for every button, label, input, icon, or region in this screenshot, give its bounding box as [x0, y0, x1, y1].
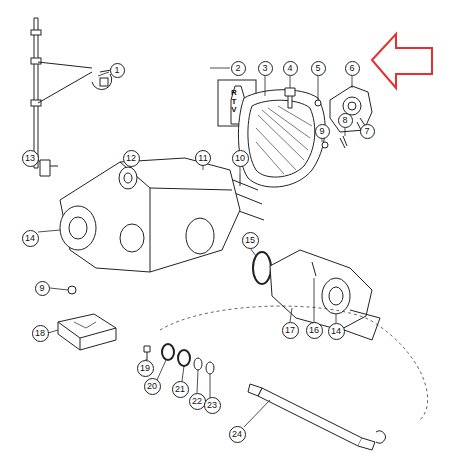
callout-number: 7 — [360, 124, 375, 139]
fill-plug — [68, 286, 76, 294]
bolt — [144, 346, 150, 360]
axle-tube-housing — [270, 250, 380, 340]
callout-text: 16 — [309, 326, 319, 335]
differential-cover — [238, 90, 325, 187]
callout-text: 20 — [147, 382, 157, 391]
callout-text: 23 — [207, 401, 217, 410]
callout-number: 8 — [338, 113, 353, 128]
callout-number: 17 — [282, 322, 299, 339]
callout-number: 1 — [110, 63, 125, 78]
callout-text: 15 — [245, 236, 255, 245]
sealant-label: RTV — [230, 89, 238, 115]
o-ring — [253, 252, 271, 284]
highlight-arrow — [372, 34, 432, 88]
callout-number: 16 — [306, 322, 323, 339]
callout-number: 13 — [22, 150, 39, 167]
callout-text: 3 — [262, 64, 267, 73]
vent-fitting — [40, 160, 58, 176]
callout-number: 11 — [195, 150, 211, 166]
callout-text: 7 — [364, 127, 369, 136]
callout-text: 2 — [235, 64, 240, 73]
callout-number: 3 — [258, 61, 273, 76]
callout-number: 24 — [229, 426, 246, 443]
callout-number: 22 — [189, 393, 206, 410]
callout-number: 21 — [172, 381, 189, 398]
nut — [322, 142, 328, 148]
callout-number: 20 — [144, 378, 161, 395]
callout-text: 22 — [192, 397, 202, 406]
callout-text: 10 — [235, 154, 245, 163]
pinion-seal — [119, 167, 137, 189]
leader-lines — [38, 68, 365, 427]
callout-number: 9 — [35, 281, 50, 296]
callout-number: 12 — [123, 150, 140, 167]
callout-number: 6 — [345, 61, 360, 76]
callout-number: 14 — [328, 323, 345, 340]
callout-text: 12 — [126, 154, 136, 163]
bearing-kit — [58, 314, 116, 350]
callout-text: 21 — [175, 385, 185, 394]
callout-text: 14 — [25, 234, 35, 243]
callout-text: 4 — [287, 64, 292, 73]
callout-text: 8 — [342, 116, 347, 125]
callout-text: 24 — [232, 430, 242, 439]
bracket-bolt — [340, 136, 347, 148]
callout-text: 19 — [140, 364, 150, 373]
callout-number: 4 — [283, 61, 298, 76]
callout-number: 5 — [311, 61, 326, 76]
callout-text: 9 — [319, 127, 324, 136]
callout-text: 11 — [198, 154, 207, 163]
assembly-path — [160, 306, 428, 420]
tube-bolt — [312, 262, 316, 276]
callout-number: 2 — [231, 61, 246, 76]
callout-text: 13 — [25, 154, 35, 163]
callout-number: 19 — [137, 360, 154, 377]
callout-number: 14 — [22, 230, 39, 247]
callout-text: 9 — [39, 284, 44, 293]
callout-number: 18 — [32, 325, 49, 342]
cover-bolt — [285, 88, 295, 108]
callout-text: 6 — [349, 64, 354, 73]
axle-shaft — [248, 384, 385, 450]
callout-number: 10 — [232, 150, 249, 167]
callout-text: 1 — [114, 66, 119, 75]
vent-tube — [31, 18, 122, 168]
callout-number: 23 — [204, 397, 221, 414]
callout-text: 14 — [331, 327, 341, 336]
differential-housing — [60, 158, 240, 272]
callout-text: 17 — [285, 326, 295, 335]
callout-text: 18 — [35, 329, 45, 338]
callout-number: 9 — [315, 124, 330, 139]
seal-rings — [162, 344, 214, 374]
washer — [315, 100, 321, 106]
callout-text: 5 — [315, 64, 320, 73]
callout-number: 15 — [242, 232, 259, 249]
